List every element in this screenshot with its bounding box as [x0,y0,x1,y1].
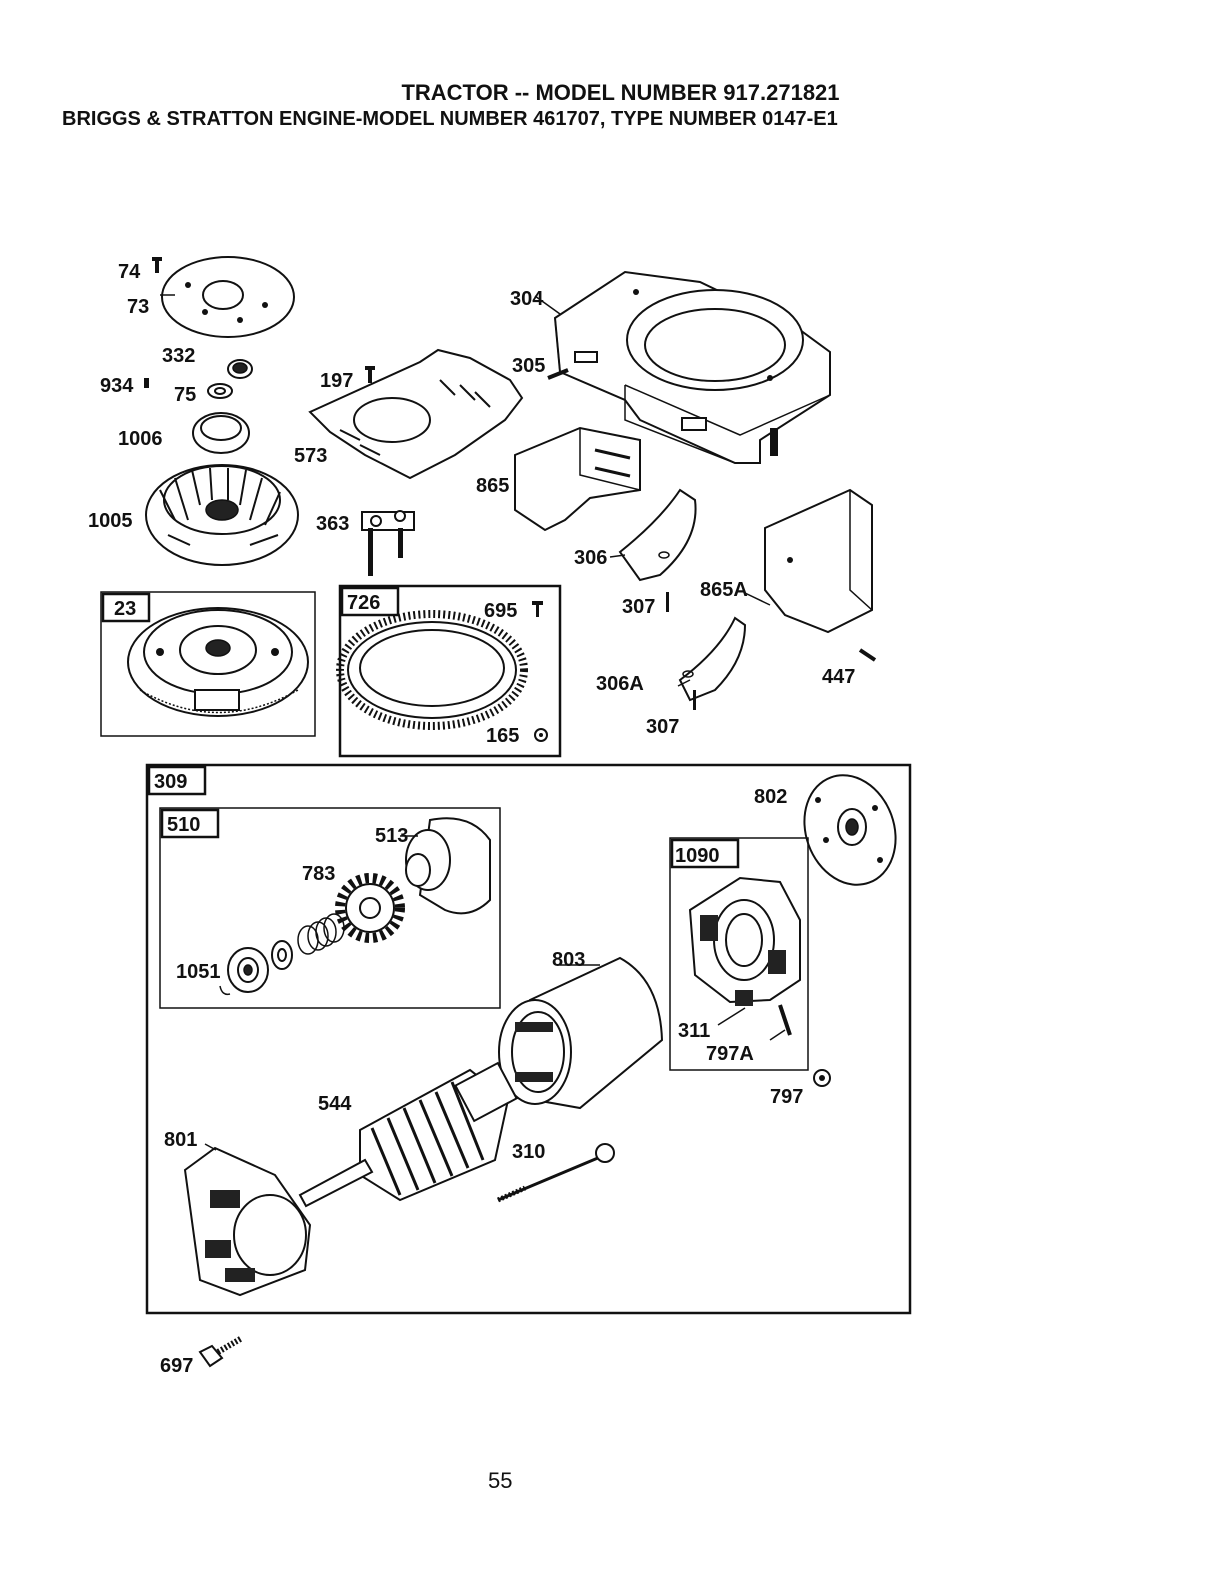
callout-1006: 1006 [118,428,163,450]
callout-306: 306 [574,547,607,569]
screw-447 [860,650,875,660]
callout-1051: 1051 [176,961,221,983]
baffle-306a [680,618,745,700]
page-number: 55 [488,1468,512,1494]
pinion-gear-783 [340,878,400,938]
bracket-363 [362,511,414,576]
callout-865a: 865A [700,579,748,601]
callout-306a: 306A [596,673,644,695]
callout-73: 73 [127,296,149,318]
flywheel-screen-73 [160,257,294,337]
box-label-510: 510 [167,814,200,836]
baffle-306 [620,490,696,580]
callout-165: 165 [486,725,519,747]
callout-447: 447 [822,666,855,688]
callout-783: 783 [302,863,335,885]
screw-307-b [693,690,696,710]
callout-695: 695 [484,600,517,622]
callout-307-a: 307 [622,596,655,618]
callout-573: 573 [294,445,327,467]
callout-803: 803 [552,949,585,971]
armature-544 [300,1063,517,1206]
box-label-1090: 1090 [675,845,720,867]
callout-801: 801 [164,1129,197,1151]
callout-797: 797 [770,1086,803,1108]
box-label-309: 309 [154,771,187,793]
callout-544: 544 [318,1093,352,1115]
callout-197: 197 [320,370,353,392]
callout-363: 363 [316,513,349,535]
shield-865a [765,490,872,632]
callout-311: 311 [678,1020,710,1042]
shield-865 [515,428,640,530]
end-cap-801 [185,1148,310,1295]
callout-1005: 1005 [88,510,133,532]
bolt-697 [200,1338,242,1366]
flywheel-fan-1005 [146,465,298,565]
screw-197 [365,366,375,383]
retainer-1051 [220,948,268,994]
callout-513: 513 [375,825,408,847]
callout-74: 74 [118,261,141,283]
callout-332: 332 [162,345,195,367]
flywheel-23 [128,608,308,716]
box-label-23: 23 [114,598,136,620]
nut-332 [228,360,252,378]
key-934 [144,378,149,388]
callout-797a: 797A [706,1043,754,1065]
callout-307-b: 307 [646,716,679,738]
washer-75 [208,384,232,398]
nut-797 [814,1070,830,1086]
callout-865: 865 [476,475,509,497]
screw-307-a [666,592,669,612]
bolt-74 [152,257,162,273]
callout-934: 934 [100,375,134,397]
nut-165 [535,729,547,741]
starter-cup-1006 [193,413,249,453]
callout-697: 697 [160,1355,193,1377]
motor-frame-803 [499,958,662,1108]
box-label-726: 726 [347,592,380,614]
spring [298,914,344,954]
drive-housing-513 [406,818,490,913]
callout-305: 305 [512,355,545,377]
ring-gear-726 [340,614,524,726]
callout-802: 802 [754,786,787,808]
washer-510 [272,941,292,969]
callout-310: 310 [512,1141,545,1163]
bolt-695 [532,601,543,617]
callout-75: 75 [174,384,196,406]
brush-holder-1090 [690,878,800,1035]
callout-304: 304 [510,288,544,310]
